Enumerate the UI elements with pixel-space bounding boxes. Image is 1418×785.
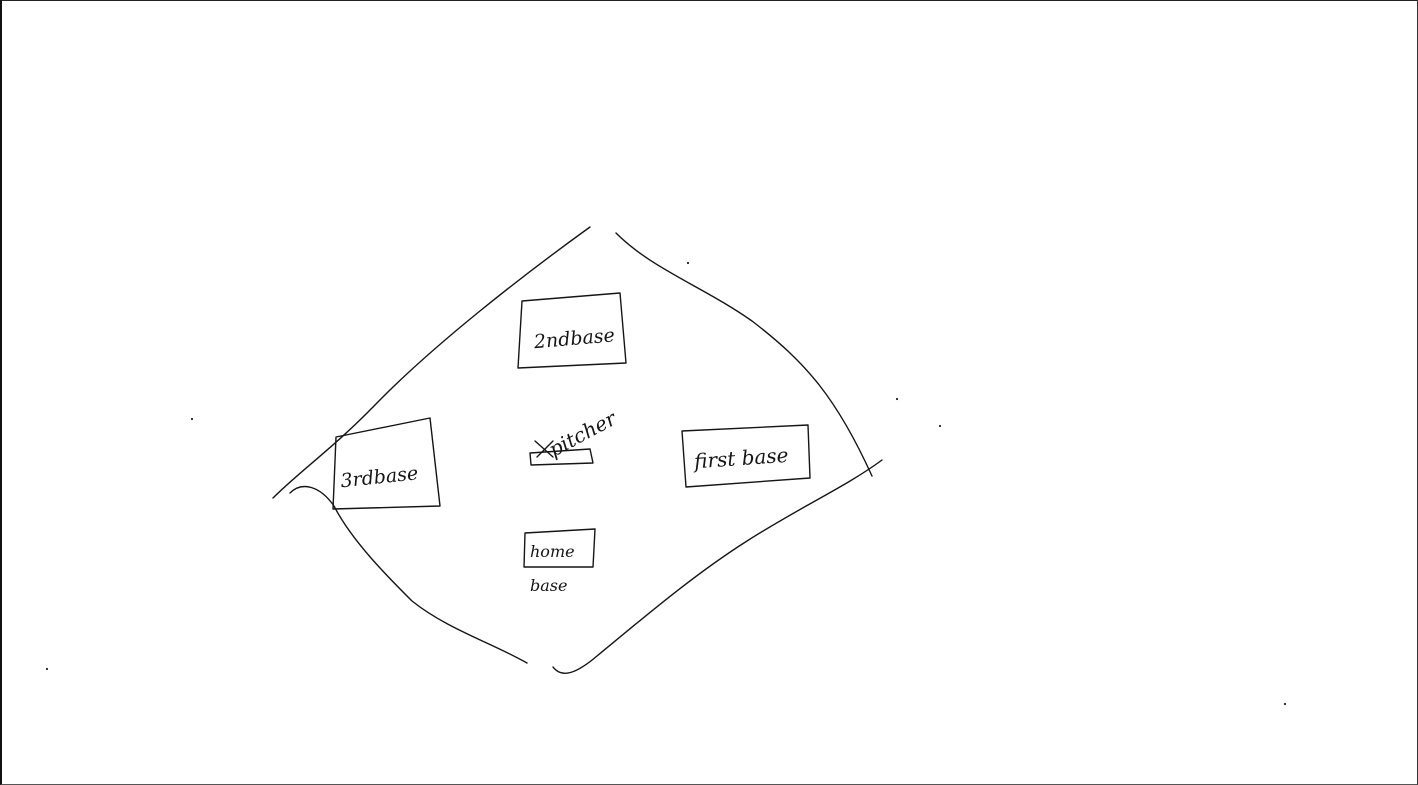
second-base: 2ndbase: [518, 293, 626, 368]
home-base-label-line2: base: [530, 576, 567, 595]
first-base-label: first base: [691, 443, 789, 474]
second-base-label: 2ndbase: [532, 324, 616, 353]
third-base: 3rdbase: [333, 418, 440, 509]
pitcher-label: pitcher: [545, 405, 622, 461]
outline-bottom-left: [290, 487, 527, 663]
pitcher: pitcher: [530, 405, 621, 465]
outline-top-left: [273, 227, 590, 498]
outline-bottom-right: [553, 460, 882, 673]
home-base: home base: [524, 529, 595, 595]
first-base: first base: [682, 425, 810, 487]
third-base-box: [333, 418, 440, 509]
third-base-label: 3rdbase: [339, 462, 419, 492]
home-base-label-line1: home: [530, 542, 575, 561]
scan-specks: [46, 262, 1286, 705]
outline-top-right: [616, 233, 872, 476]
